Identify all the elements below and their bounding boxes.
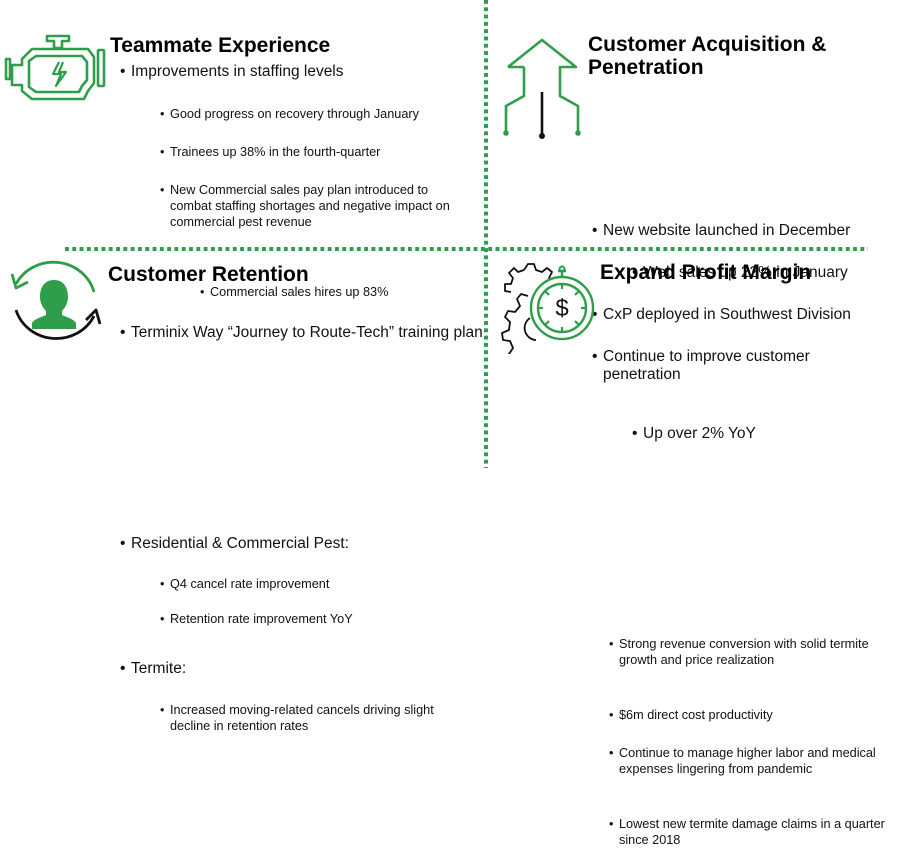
bullet-item: New website launched in December [592, 222, 900, 240]
bullet-item: Continue to improve customer penetration [592, 348, 843, 384]
bullet-item: Terminix Way “Journey to Route-Tech” tra… [120, 324, 900, 342]
horizontal-divider [65, 247, 868, 251]
circuit-arrow-up-icon [503, 38, 581, 139]
bullet-item: Good progress on recovery through Januar… [160, 106, 900, 122]
section-teammate-experience: Teammate Experience Improvements in staf… [0, 0, 900, 342]
vertical-divider [484, 0, 488, 468]
bullet-item: $6m direct cost productivity [609, 707, 900, 723]
bullet-item: Retention rate improvement YoY [160, 611, 900, 627]
bullet-item: Lowest new termite damage claims in a qu… [609, 816, 900, 848]
gears-stopwatch-dollar-icon: $ [501, 263, 595, 354]
bullet-item: Q4 cancel rate improvement [160, 576, 900, 592]
person-cycle-icon [10, 260, 102, 340]
bullet-item: Strong revenue conversion with solid ter… [609, 636, 899, 668]
bullet-item: Continue to manage higher labor and medi… [609, 745, 899, 777]
section-title: Teammate Experience [110, 34, 331, 57]
section-title: Customer Retention [108, 263, 309, 286]
section-title: Customer Acquisition & Penetration [588, 33, 827, 79]
bullet-item: New Commercial sales pay plan introduced… [160, 182, 470, 230]
bullet-item: Trainees up 38% in the fourth-quarter [160, 144, 900, 160]
bullet-item: Increased moving-related cancels driving… [160, 702, 440, 734]
section-title: Expand Profit Margin [600, 261, 812, 284]
svg-text:$: $ [555, 295, 568, 322]
bullet-item: Improvements in staffing levels [120, 63, 900, 81]
section-customer-acquisition: Customer Acquisition & Penetration New w… [0, 33, 900, 443]
bullet-item: Up over 2% YoY [632, 425, 900, 443]
bullet-item: Residential & Commercial Pest: [120, 535, 900, 553]
engine-icon [4, 34, 106, 101]
bullet-item: Commercial sales hires up 83% [200, 284, 900, 300]
bullet-item: CxP deployed in Southwest Division [592, 306, 900, 324]
bullet-item: Web sales up 22% in January [632, 264, 900, 282]
